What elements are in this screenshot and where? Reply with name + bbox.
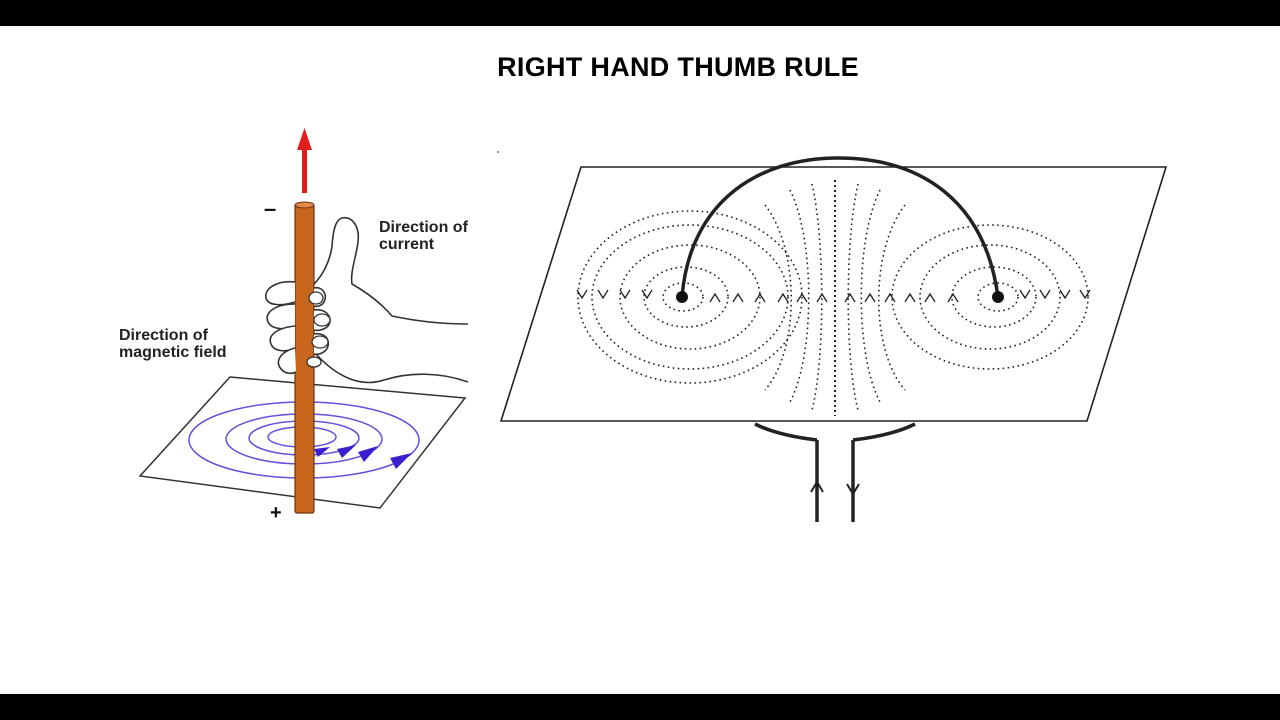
letterbox-top	[0, 0, 1280, 26]
label-current-line-1: Direction of	[379, 219, 468, 236]
left-diagram	[138, 128, 499, 514]
arrow-up-icon	[810, 480, 824, 493]
right-board	[499, 166, 1168, 422]
label-direction-of-current: Direction of current	[379, 219, 468, 253]
page-title: RIGHT HAND THUMB RULE	[497, 52, 859, 82]
bowed-field-lines	[764, 183, 906, 411]
wire-top-end	[294, 201, 315, 209]
right-loop-field-lines	[891, 224, 1089, 370]
arrowhead-icon	[576, 289, 1091, 303]
arrowhead-icon	[314, 445, 412, 469]
right-diagram	[499, 156, 1168, 522]
fingernails	[306, 291, 331, 368]
arrow-up-icon	[297, 128, 312, 193]
label-field-line-2: magnetic field	[119, 344, 227, 361]
wire-entry-left	[676, 291, 688, 303]
wire-loop	[680, 156, 1000, 298]
label-direction-of-magnetic-field: Direction of magnetic field	[119, 327, 227, 361]
negative-terminal-sign: –	[264, 196, 277, 221]
arrow-down-icon	[846, 483, 860, 496]
positive-terminal-sign: +	[270, 502, 282, 524]
label-field-line-1: Direction of	[119, 327, 208, 344]
letterbox-bottom	[0, 694, 1280, 720]
right-hand-icon	[265, 217, 469, 384]
label-current-line-2: current	[379, 236, 435, 253]
under-board-wire-right	[852, 422, 916, 442]
wire-entry-right	[992, 291, 1004, 303]
under-board-wire	[754, 422, 818, 442]
